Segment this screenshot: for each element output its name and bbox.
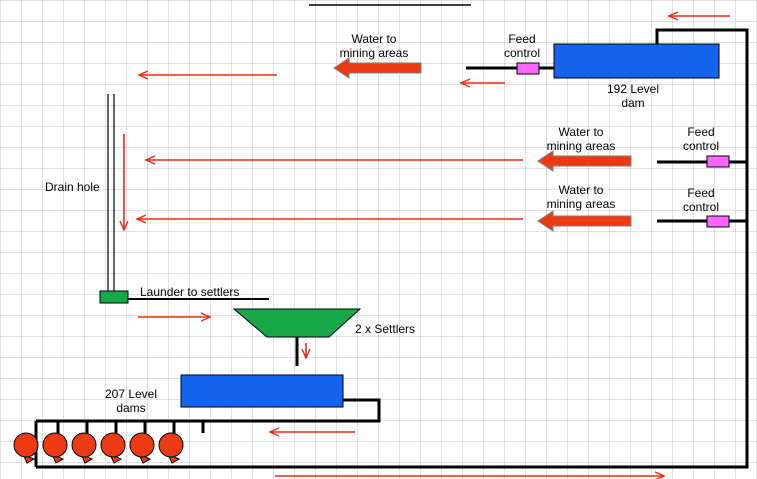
block-arrow-water-top bbox=[333, 57, 422, 79]
settlers bbox=[232, 308, 362, 338]
label-settlers: 2 x Settlers bbox=[355, 322, 416, 336]
label-drain-hole: Drain hole bbox=[45, 180, 100, 194]
label-feed-control-top: Feed control bbox=[503, 32, 541, 60]
label-207-level-dams: 207 Level dams bbox=[104, 387, 158, 415]
label-192-level-dam: 192 Level dam bbox=[606, 82, 660, 110]
pump bbox=[100, 432, 126, 464]
feed-control-valve-top bbox=[516, 62, 540, 75]
label-water-to-mining-areas-mid: Water to mining areas bbox=[546, 125, 616, 153]
label-feed-control-mid: Feed control bbox=[682, 125, 720, 153]
block-arrow-water-mid bbox=[537, 150, 632, 172]
launder bbox=[99, 290, 129, 304]
dam-207-outlet-pipe bbox=[36, 398, 381, 423]
dam-207-level bbox=[180, 374, 344, 408]
pump bbox=[129, 432, 155, 464]
feed-control-valve-low bbox=[706, 215, 730, 228]
pump bbox=[42, 432, 68, 464]
dam-192-level bbox=[553, 43, 720, 79]
label-water-to-mining-areas-top: Water to mining areas bbox=[339, 32, 409, 60]
pump bbox=[158, 432, 184, 464]
pump bbox=[13, 432, 39, 464]
label-feed-control-low: Feed control bbox=[682, 186, 720, 214]
pump-drops bbox=[56, 421, 205, 433]
block-arrow-water-low bbox=[537, 210, 632, 232]
label-launder-to-settlers: Launder to settlers bbox=[140, 285, 240, 299]
label-water-to-mining-areas-low: Water to mining areas bbox=[546, 183, 616, 211]
feed-control-valve-mid bbox=[706, 155, 730, 168]
return-pipe-main bbox=[36, 28, 749, 469]
pump bbox=[71, 432, 97, 464]
